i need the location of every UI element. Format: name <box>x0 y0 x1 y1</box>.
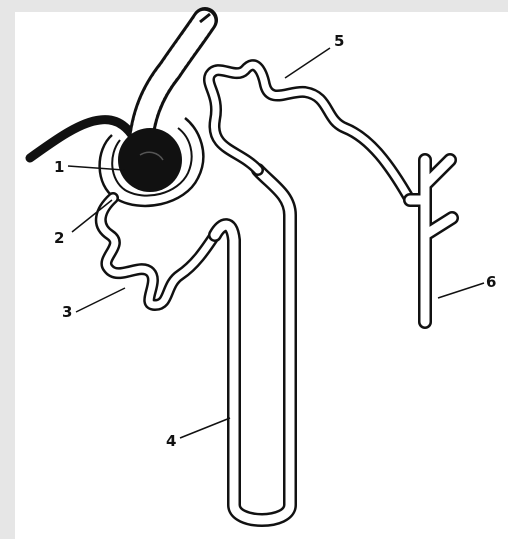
label-3: 3 <box>62 303 72 321</box>
leader-line-5 <box>285 48 330 78</box>
glomerulus <box>118 128 182 192</box>
leader-line-3 <box>76 288 125 312</box>
leader-line-4 <box>180 418 230 438</box>
label-5: 5 <box>334 32 344 50</box>
distal-convoluted-tubule <box>209 65 410 200</box>
leader-line-6 <box>438 283 484 298</box>
proximal-convoluted-tubule <box>101 198 215 305</box>
leader-line-1 <box>68 166 124 170</box>
label-6: 6 <box>486 273 496 291</box>
label-2: 2 <box>54 229 64 247</box>
label-4: 4 <box>166 432 176 450</box>
label-1: 1 <box>54 158 64 176</box>
afferent-arteriole <box>30 120 132 158</box>
